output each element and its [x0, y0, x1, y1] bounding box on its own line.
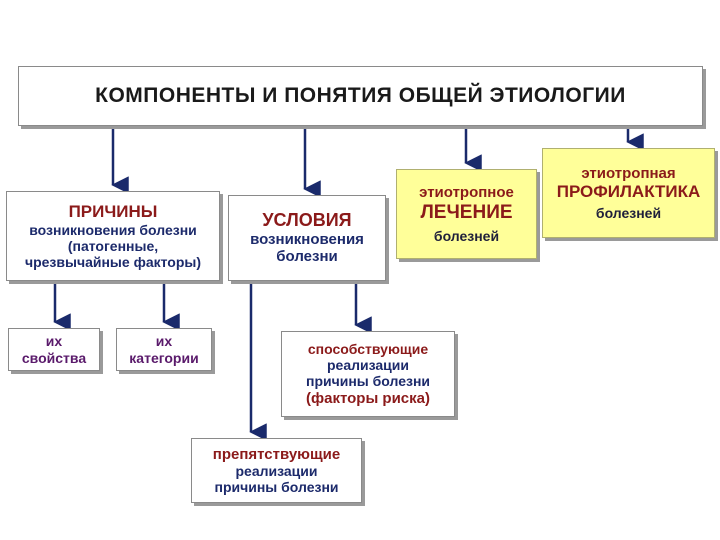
causes-box: ПРИЧИНЫ возникновения болезни (патогенны… [6, 191, 220, 281]
causes-line3: чрезвычайные факторы) [24, 253, 202, 270]
categories-line2: категории [129, 349, 199, 366]
prevention-line1: этиотропная [581, 164, 676, 182]
causes-heading: ПРИЧИНЫ [68, 202, 158, 222]
properties-line1: их [45, 333, 63, 350]
properties-box: их свойства [8, 328, 100, 371]
conditions-heading: УСЛОВИЯ [262, 210, 352, 231]
preventing-line2: реализации [235, 463, 318, 480]
contributing-line1: способствующие [307, 341, 429, 358]
preventing-box: препятствующие реализации причины болезн… [191, 438, 362, 503]
preventing-line1: препятствующие [212, 445, 341, 463]
preventing-line3: причины болезни [214, 479, 339, 496]
conditions-box: УСЛОВИЯ возникновения болезни [228, 195, 386, 281]
contributing-box: способствующие реализации причины болезн… [281, 331, 455, 417]
conditions-line1: возникновения [250, 231, 364, 249]
contributing-line4: (факторы риска) [306, 389, 430, 407]
treatment-line1: этиотропное [419, 184, 514, 202]
causes-line1: возникновения болезни [29, 221, 197, 238]
prevention-line3: болезней [595, 205, 662, 222]
causes-line2: (патогенные, [67, 237, 159, 254]
prevention-line2: ПРОФИЛАКТИКА [556, 181, 701, 201]
categories-line1: их [155, 333, 173, 350]
treatment-box: этиотропное ЛЕЧЕНИЕ болезней [396, 169, 537, 259]
properties-line2: свойства [21, 349, 87, 366]
contributing-line3: причины болезни [305, 373, 431, 390]
treatment-line3: болезней [433, 227, 500, 244]
conditions-line2: болезни [276, 248, 338, 266]
title-box: КОМПОНЕНТЫ И ПОНЯТИЯ ОБЩЕЙ ЭТИОЛОГИИ [18, 66, 703, 126]
prevention-box: этиотропная ПРОФИЛАКТИКА болезней [542, 148, 715, 238]
categories-box: их категории [116, 328, 212, 371]
page-title: КОМПОНЕНТЫ И ПОНЯТИЯ ОБЩЕЙ ЭТИОЛОГИИ [95, 83, 626, 107]
treatment-line2: ЛЕЧЕНИЕ [420, 201, 513, 223]
contributing-line2: реализации [326, 357, 409, 374]
